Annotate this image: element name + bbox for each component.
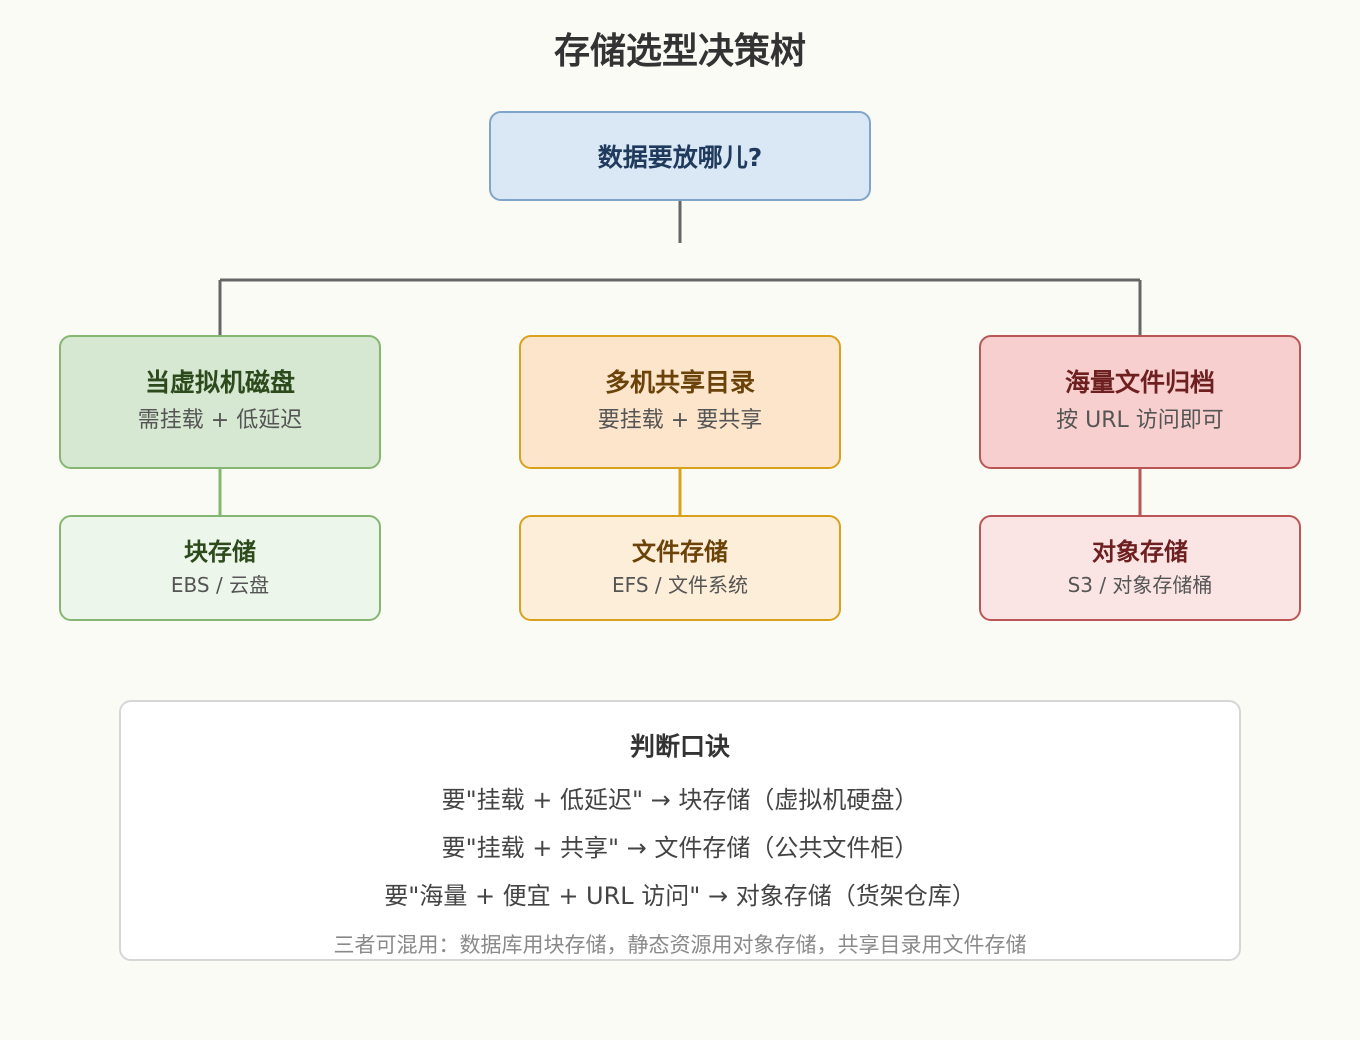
result-sub: S3 / 对象存储桶 [1067, 573, 1213, 597]
condition-sub: 要挂载 + 要共享 [597, 408, 763, 433]
condition-vm-disk-node: 当虚拟机磁盘 需挂载 + 低延迟 [59, 335, 381, 469]
tips-title: 判断口诀 [629, 732, 730, 761]
root-question-node: 数据要放哪儿? [489, 111, 871, 201]
result-file-storage-node: 文件存储 EFS / 文件系统 [519, 515, 841, 621]
result-label: 块存储 [184, 538, 256, 566]
condition-sub: 需挂载 + 低延迟 [137, 408, 303, 433]
condition-label: 多机共享目录 [604, 368, 755, 397]
root-question-label: 数据要放哪儿? [597, 143, 763, 172]
result-label: 文件存储 [632, 538, 728, 566]
result-block-storage-node: 块存储 EBS / 云盘 [59, 515, 381, 621]
tips-note: 三者可混用：数据库用块存储，静态资源用对象存储，共享目录用文件存储 [333, 933, 1027, 957]
condition-label: 海量文件归档 [1064, 368, 1215, 397]
result-label: 对象存储 [1092, 538, 1188, 566]
condition-shared-dir-node: 多机共享目录 要挂载 + 要共享 [519, 335, 841, 469]
result-sub: EFS / 文件系统 [612, 573, 748, 597]
tips-rule-block: 要"挂载 + 低延迟" → 块存储（虚拟机硬盘） [441, 786, 919, 814]
result-sub: EBS / 云盘 [170, 573, 270, 597]
tips-rule-file: 要"挂载 + 共享" → 文件存储（公共文件柜） [441, 834, 919, 862]
result-object-storage-node: 对象存储 S3 / 对象存储桶 [979, 515, 1301, 621]
page-title: 存储选型决策树 [553, 31, 806, 72]
condition-sub: 按 URL 访问即可 [1056, 408, 1224, 433]
tips-panel: 判断口诀 要"挂载 + 低延迟" → 块存储（虚拟机硬盘） 要"挂载 + 共享"… [119, 700, 1241, 961]
tips-rule-object: 要"海量 + 便宜 + URL 访问" → 对象存储（货架仓库） [384, 882, 976, 910]
condition-label: 当虚拟机磁盘 [144, 368, 295, 397]
condition-archive-node: 海量文件归档 按 URL 访问即可 [979, 335, 1301, 469]
